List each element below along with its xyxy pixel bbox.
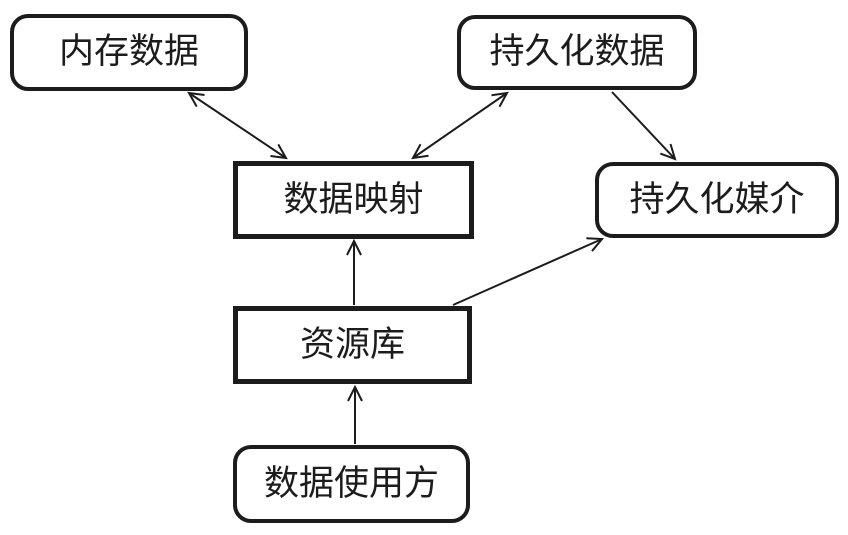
node-memory-data-label: 内存数据 — [58, 32, 199, 72]
edge-persistent-data-to-data-mapper — [411, 91, 509, 160]
node-repository-label: 资源库 — [299, 324, 405, 365]
node-data-consumer-label: 数据使用方 — [263, 463, 439, 504]
node-repository: 资源库 — [233, 306, 472, 384]
node-data-mapper-label: 数据映射 — [283, 179, 424, 220]
edge-memory-data-to-data-mapper — [187, 91, 288, 160]
node-persistent-data-label: 持久化数据 — [489, 32, 665, 72]
node-memory-data: 内存数据 — [10, 14, 248, 91]
edge-repository-to-persistence-medium — [452, 237, 605, 306]
node-persistence-medium: 持久化媒介 — [595, 162, 839, 238]
node-persistence-medium-label: 持久化媒介 — [629, 179, 805, 220]
edge-persistent-data-to-persistence-medium — [611, 91, 677, 161]
node-persistent-data: 持久化数据 — [457, 15, 697, 90]
node-data-consumer: 数据使用方 — [233, 445, 470, 523]
node-data-mapper: 数据映射 — [233, 161, 474, 239]
